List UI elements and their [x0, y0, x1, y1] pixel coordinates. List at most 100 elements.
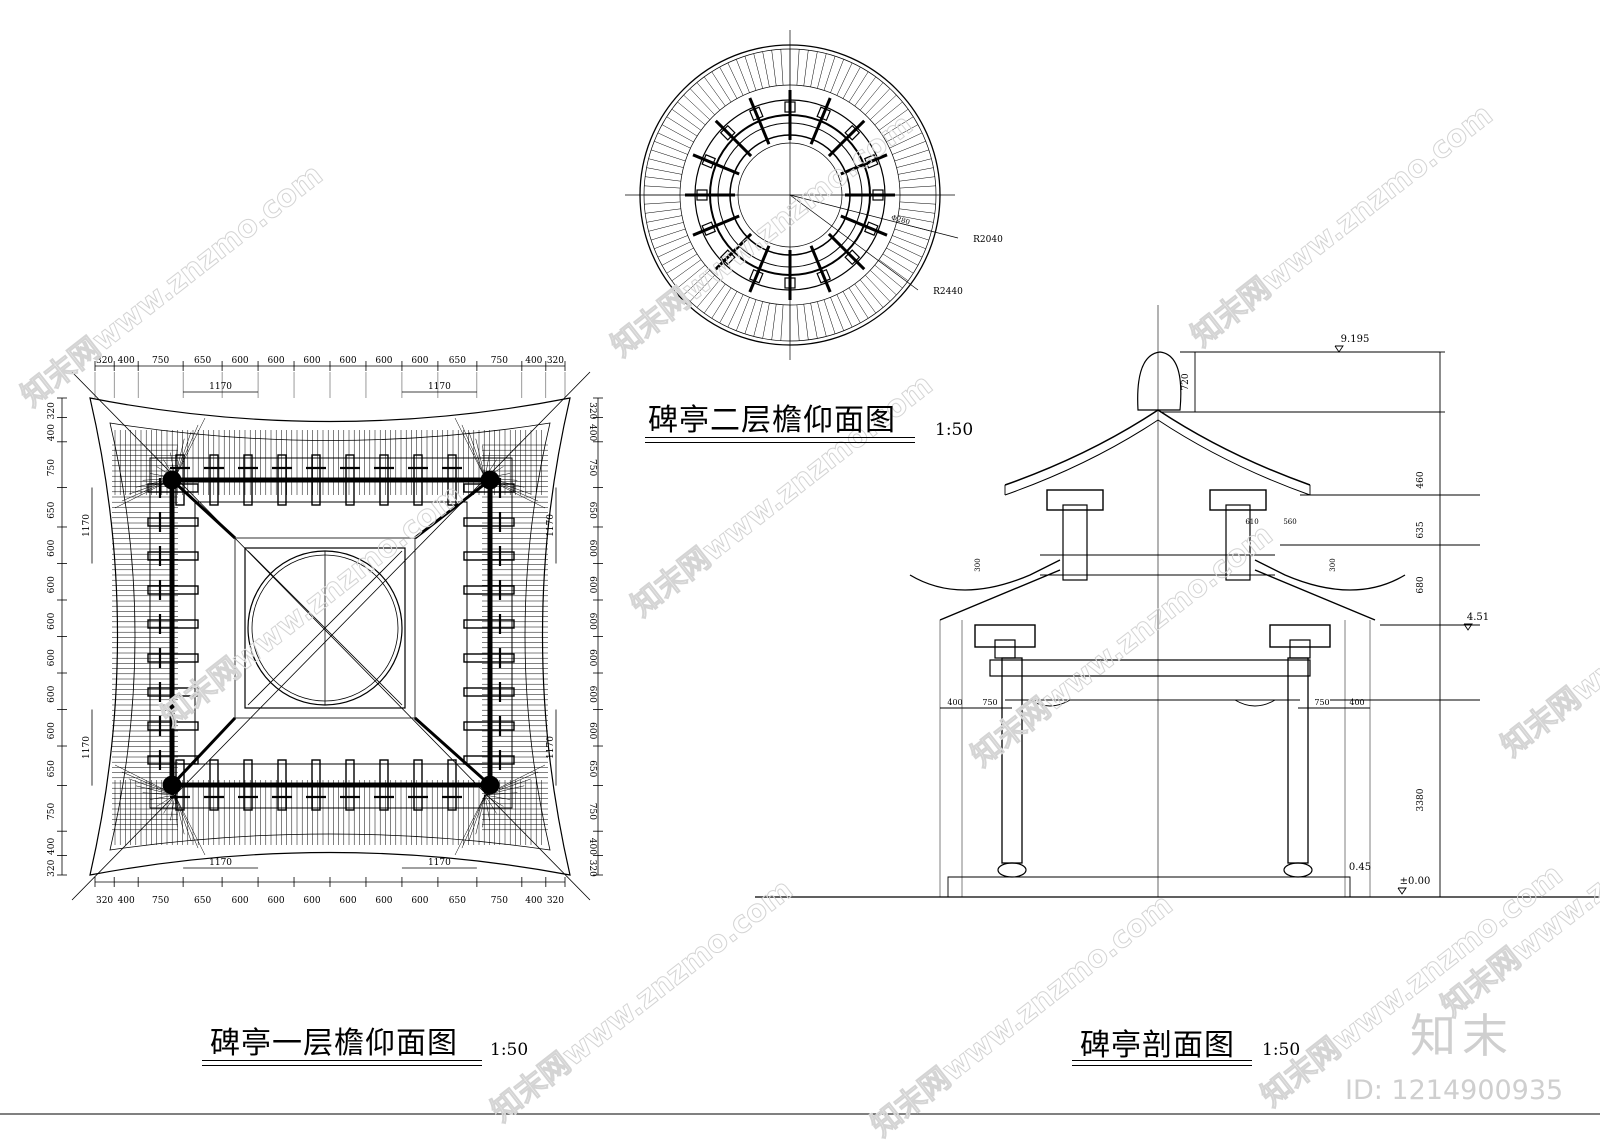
diagonal-line [71, 371, 591, 901]
base-dim-left: 750 [982, 698, 997, 707]
main-column [1287, 657, 1309, 864]
section-dim-460: 460 [1416, 471, 1426, 488]
bracket [311, 454, 321, 506]
bracket [345, 454, 355, 506]
rafter [727, 294, 744, 328]
corner-rafter [149, 794, 176, 800]
corner-rafter [482, 794, 486, 828]
rafter [711, 287, 732, 319]
dim-label-right: 400 [587, 838, 597, 855]
rafter [719, 291, 738, 324]
rafter [810, 51, 818, 87]
rafter [870, 270, 897, 296]
rafter [874, 264, 903, 289]
dim-label-left: 600 [47, 612, 57, 629]
corner-rafter [461, 424, 486, 479]
rafter [762, 51, 770, 87]
rafter [830, 297, 844, 331]
scale-first-eave: 1:50 [490, 1040, 529, 1060]
title-first-eave: 碑亭一层檐仰面图 [210, 1026, 458, 1061]
rafter [842, 66, 861, 99]
upper-column [1225, 504, 1251, 581]
rafter [870, 94, 897, 120]
dim-label-top: 650 [194, 356, 211, 366]
rafter [898, 215, 934, 223]
corner-rafter [174, 424, 199, 479]
elev-top: 9.195 [1341, 334, 1370, 345]
rafter [859, 279, 884, 308]
title-section: 碑亭剖面图 [1080, 1028, 1235, 1063]
bracket [379, 454, 389, 506]
lower-bracket [974, 624, 1036, 648]
radius-label-inner: R2040 [973, 235, 1003, 245]
bracket-spoke [827, 232, 866, 271]
dim-label-left: 600 [47, 722, 57, 739]
title-underline [202, 1060, 482, 1061]
platform [947, 876, 1351, 897]
dim-label-left: 320 [47, 859, 57, 876]
section-dim-635: 635 [1416, 521, 1426, 538]
rafter [657, 241, 691, 258]
rafter [671, 259, 702, 282]
dim-label-right: 600 [587, 613, 597, 630]
bracket-block [863, 221, 879, 236]
rafter [689, 275, 715, 302]
bracket-spoke [748, 245, 771, 293]
bracket [243, 759, 253, 811]
small-dim: 560 [1283, 518, 1296, 526]
elev-mid: 4.51 [1467, 612, 1489, 623]
bracket [463, 551, 515, 561]
rafter [796, 304, 800, 341]
dim-label-right: 600 [587, 722, 597, 739]
bracket [147, 755, 199, 765]
bracket [147, 517, 199, 527]
dim-label-bottom: 600 [303, 896, 320, 906]
rafter [654, 141, 688, 155]
span-label: 1170 [428, 858, 451, 868]
section-dim-720: 720 [1181, 373, 1191, 390]
bracket [147, 653, 199, 663]
beam-frame-outer [149, 457, 513, 809]
base-dim-right: 750 [1314, 698, 1329, 707]
rafter [889, 241, 923, 258]
radius-label-outer: R2440 [933, 287, 963, 297]
bracket [463, 619, 515, 629]
lower-bracket [1269, 624, 1331, 648]
dim-label-bottom: 600 [231, 896, 248, 906]
dim-label-right: 600 [587, 540, 597, 557]
bracket [447, 454, 457, 506]
bracket-block [994, 639, 1016, 659]
dim-label-bottom: 650 [449, 896, 466, 906]
dim-label-right: 650 [587, 760, 597, 777]
bracket [463, 721, 515, 731]
brand-logo: 知末 [1410, 1009, 1514, 1063]
dim-label-right: 400 [587, 424, 597, 441]
center-square [244, 547, 406, 709]
bracket [243, 454, 253, 506]
dim-label-bottom: 600 [375, 896, 392, 906]
rafter [696, 82, 721, 111]
dim-label-right: 320 [587, 860, 597, 877]
title-underline [645, 442, 915, 443]
rafter [736, 297, 750, 331]
dim-label-top: 600 [231, 356, 248, 366]
bracket-block [863, 154, 879, 169]
rafter [878, 259, 909, 282]
rafter [648, 222, 684, 232]
center-dim-label: Φ280 [890, 214, 911, 227]
corner-rafter [461, 794, 486, 849]
bracket-block [816, 268, 831, 284]
rafter [882, 116, 914, 137]
rafter [817, 53, 827, 89]
rafter [882, 253, 914, 274]
span-label: 1170 [82, 736, 92, 759]
rafter [830, 59, 844, 93]
bracket [311, 759, 321, 811]
dim-label-top: 600 [339, 356, 356, 366]
first-eave-plan [57, 361, 603, 901]
corner-strut [170, 478, 237, 540]
corner-strut [414, 478, 491, 540]
corner-strut [414, 716, 491, 787]
bracket-block [844, 249, 861, 266]
rafter [823, 56, 836, 91]
